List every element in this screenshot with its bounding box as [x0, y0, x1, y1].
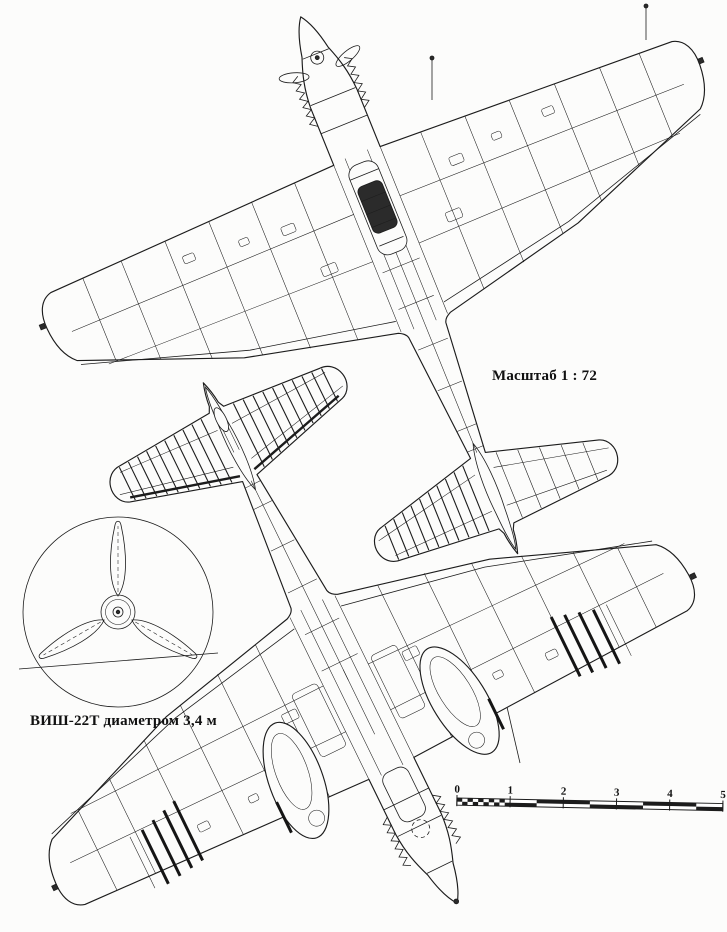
bomb-bay-doors — [292, 645, 425, 757]
exhaust-stubs-right — [380, 816, 412, 870]
exhaust-stubs-right — [343, 54, 372, 109]
scale-tick-label: 1 — [507, 785, 513, 797]
spinner-tip — [453, 898, 460, 905]
belly-cooler — [382, 766, 431, 839]
wheel-well-right — [419, 646, 500, 755]
scale-label: Масштаб 1 : 72 — [492, 368, 597, 384]
propeller-hub — [278, 45, 361, 84]
reference-line — [18, 652, 219, 670]
canopy — [348, 160, 408, 256]
propeller-disc — [22, 516, 214, 708]
tail-wheel — [213, 407, 240, 453]
stabilizer-ribs — [384, 442, 599, 560]
scale-tick-label: 3 — [614, 787, 620, 799]
bottom-view-aircraft — [0, 225, 727, 932]
pitot-rod — [506, 706, 521, 764]
scale-tick-label: 5 — [720, 789, 726, 801]
aiming-pins — [429, 3, 649, 100]
propeller-blades — [35, 520, 201, 665]
gun-barrels — [129, 604, 632, 889]
wheel-well-left — [262, 721, 330, 840]
propeller-label: ВИШ-22Т диаметром 3,4 м — [30, 713, 217, 729]
scale-tick-label: 2 — [561, 786, 567, 798]
tailplane-ribs — [118, 368, 339, 501]
scale-bar: 0 1 2 3 4 5 — [454, 783, 726, 812]
propeller-front-view — [18, 516, 219, 708]
scale-tick-label: 4 — [667, 788, 673, 800]
scale-tick-label: 0 — [454, 783, 460, 795]
propeller-hub — [100, 594, 136, 630]
tailplane-le-band — [129, 394, 340, 499]
top-view-aircraft — [0, 0, 727, 689]
